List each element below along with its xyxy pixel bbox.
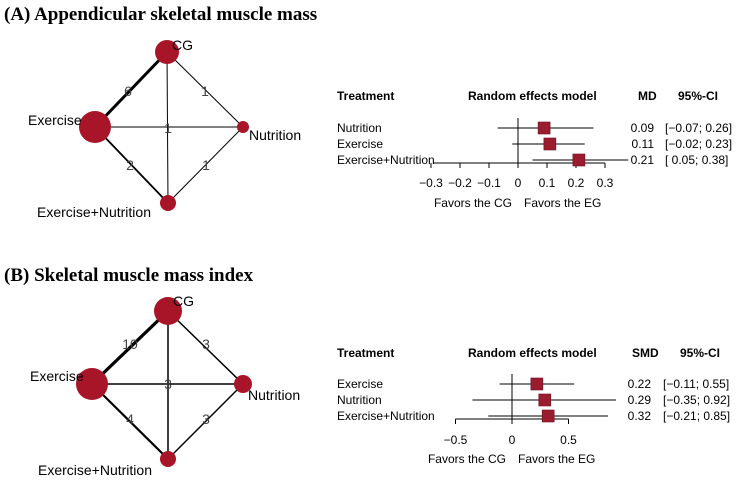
panel-a-estimate-square <box>537 121 551 135</box>
panel-a-row-treatment: Exercise <box>337 137 383 151</box>
panel-b-estimate-square <box>538 393 552 407</box>
panel-b-node <box>154 297 182 325</box>
panel-a-row-ci: [−0.02; 0.23] <box>665 137 732 151</box>
panel-a-node <box>237 121 249 133</box>
panel-a-tick-label: 0.3 <box>597 176 614 190</box>
panel-a-node <box>155 40 179 64</box>
panel-b-edge-label: 3 <box>202 411 210 427</box>
panel-a-row-treatment: Nutrition <box>337 121 382 135</box>
panel-a-header-ci: 95%-CI <box>678 89 718 103</box>
panel-a-edge-label: 6 <box>124 83 132 99</box>
panel-b-row-treatment: Exercise+Nutrition <box>337 409 435 423</box>
panel-b-row-treatment: Nutrition <box>337 393 382 407</box>
panel-b-edge-label: 3 <box>164 376 172 392</box>
panel-b-row-estimate: 0.29 <box>628 393 652 407</box>
panel-b-network-edge <box>90 309 170 386</box>
panel-b-header-measure: SMD <box>632 346 659 360</box>
panel-a-row-ci: [−0.07; 0.26] <box>665 121 732 135</box>
panel-a-network-edge <box>167 126 244 204</box>
panel-a-header-model: Random effects model <box>468 89 597 103</box>
panel-b-header-ci: 95%-CI <box>680 346 720 360</box>
panel-a-network-edge <box>166 51 169 204</box>
panel-a-edge-label: 1 <box>164 120 172 136</box>
panel-b-node-label: Nutrition <box>248 387 300 403</box>
panel-b-node <box>160 451 176 467</box>
panel-a-estimate-square <box>543 137 557 151</box>
panel-a-estimate-square <box>572 153 586 167</box>
panel-b-edge-label: 10 <box>122 336 138 352</box>
panel-b-favors-right: Favors the EG <box>518 452 595 466</box>
panel-b-edge-label: 3 <box>202 336 210 352</box>
panel-b-node-label: Exercise+Nutrition <box>38 462 152 478</box>
panel-b-node <box>234 375 252 393</box>
panel-b-estimate-square <box>541 409 555 423</box>
panel-a-edge-label: 2 <box>126 157 134 173</box>
panel-a-header-treatment: Treatment <box>337 89 394 103</box>
panel-a-node-label: CG <box>172 37 193 53</box>
panel-b-tick-label: −0.5 <box>444 433 468 447</box>
panel-b-network-edge <box>167 310 244 385</box>
panel-a-tick-label: 0 <box>515 176 522 190</box>
panel-a-row-estimate: 0.21 <box>631 153 655 167</box>
panel-a-network-edge <box>166 51 244 128</box>
panel-a-node <box>79 111 111 143</box>
panel-b-header-model: Random effects model <box>468 346 597 360</box>
panel-a-header-measure: MD <box>638 89 657 103</box>
panel-b-row-estimate: 0.32 <box>628 409 652 423</box>
panel-a-row-estimate: 0.09 <box>631 121 655 135</box>
panel-a-tick-label: 0.1 <box>539 176 556 190</box>
panel-b-row-ci: [−0.21; 0.85] <box>663 409 730 423</box>
panel-a-tick-label: −0.3 <box>419 176 443 190</box>
panel-a-node-label: Nutrition <box>249 127 301 143</box>
panel-b-row-estimate: 0.22 <box>628 377 652 391</box>
panel-a-network-edge <box>94 126 169 204</box>
panel-a-row-estimate: 0.11 <box>632 137 655 151</box>
panel-a-tick-label: −0.2 <box>448 176 472 190</box>
panel-a-node-label: Exercise+Nutrition <box>37 204 151 220</box>
panel-a-edge-label: 1 <box>201 83 209 99</box>
panel-b-header-treatment: Treatment <box>337 346 394 360</box>
panel-a-row-ci: [ 0.05; 0.38] <box>665 153 728 167</box>
panel-a-network-edge <box>93 50 169 129</box>
panel-b-network-edge <box>167 383 244 460</box>
panel-b-tick-label: 0 <box>509 433 516 447</box>
panel-b-favors-left: Favors the CG <box>428 452 506 466</box>
panel-a-favors-left: Favors the CG <box>434 196 512 210</box>
panel-a-title: (A) Appendicular skeletal muscle mass <box>4 4 318 25</box>
panel-b-node-label: Exercise <box>30 368 84 384</box>
panel-b-node <box>76 368 108 400</box>
panel-b-edge-label: 4 <box>126 411 134 427</box>
panel-a-tick-label: 0.2 <box>568 176 585 190</box>
panel-b-network-edge <box>91 383 169 460</box>
panel-b-title: (B) Skeletal muscle mass index <box>4 265 254 286</box>
panel-b-estimate-square <box>530 377 544 391</box>
panel-a-row-treatment: Exercise+Nutrition <box>337 153 435 167</box>
panel-a-favors-right: Favors the EG <box>524 196 601 210</box>
panel-b-tick-label: 0.5 <box>560 433 577 447</box>
panel-b-row-treatment: Exercise <box>337 377 383 391</box>
panel-b-row-ci: [−0.11; 0.55] <box>663 377 729 391</box>
panel-b-row-ci: [−0.35; 0.92] <box>663 393 730 407</box>
panel-a-node <box>160 195 176 211</box>
panel-b-node-label: CG <box>173 293 194 309</box>
panel-a-node-label: Exercise <box>28 112 82 128</box>
panel-a-tick-label: −0.1 <box>477 176 501 190</box>
panel-a-edge-label: 1 <box>202 157 210 173</box>
